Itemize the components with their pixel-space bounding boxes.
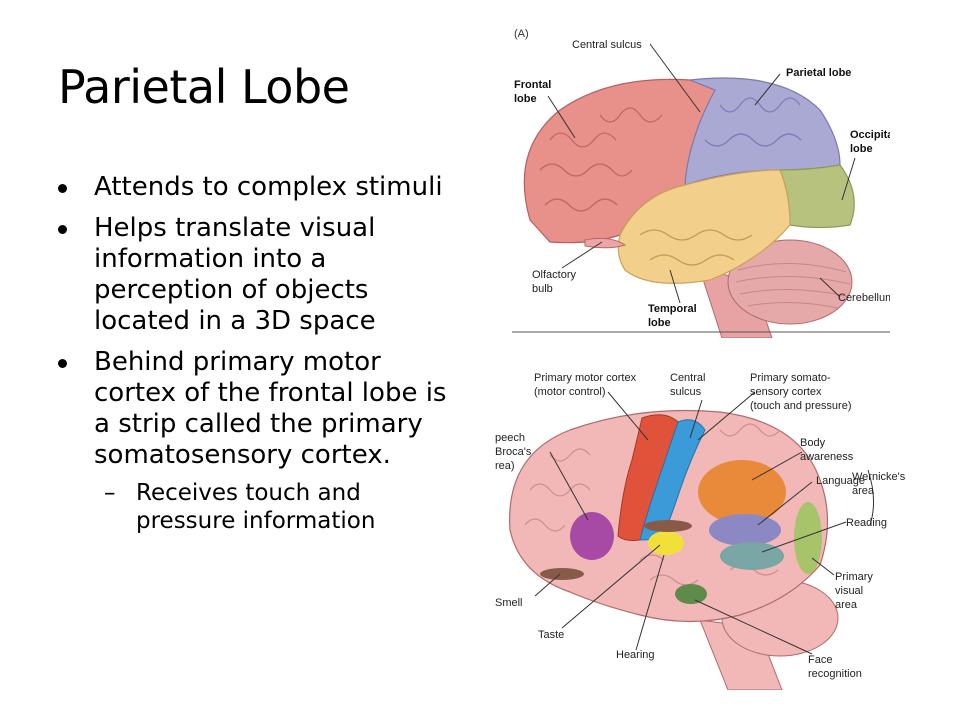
brain-functional-areas-figure: Primary motor cortex (motor control) Cen… <box>490 360 910 691</box>
cerebellum-label: Cerebellum <box>838 292 890 304</box>
bullet-item: Attends to complex stimuli <box>58 172 453 203</box>
somatosensory-label: sensory cortex <box>750 386 822 398</box>
wernicke-area-label: Wernicke's <box>852 471 906 483</box>
bullet-dot-icon <box>58 225 67 234</box>
central-sulcus-label: Central <box>670 372 705 384</box>
taste-area-top-shape <box>644 520 692 532</box>
olfactory-bulb-label: Olfactory <box>532 269 577 281</box>
body-awareness-label: Body <box>800 437 826 449</box>
reading-area-shape <box>720 542 784 570</box>
sub-bullet-text: Receives touch and pressure information <box>136 480 376 534</box>
taste-area-shape <box>648 531 684 555</box>
sub-bullet-list: – Receives touch and pressure informatio… <box>104 479 453 535</box>
bullet-dot-icon <box>58 184 67 193</box>
body-awareness-shape <box>698 460 786 524</box>
face-recognition-label: recognition <box>808 668 862 680</box>
parietal-lobe-label: Parietal lobe <box>786 67 851 79</box>
dash-icon: – <box>104 480 116 506</box>
occipital-lobe-label: Occipital <box>850 129 890 141</box>
frontal-lobe-label: lobe <box>514 93 537 105</box>
visual-area-label: area <box>835 599 858 611</box>
central-sulcus-label: sulcus <box>670 386 702 398</box>
occipital-lobe-label: lobe <box>850 143 873 155</box>
language-label: Language <box>816 475 865 487</box>
olfactory-bulb-label: bulb <box>532 283 553 295</box>
visual-area-label: Primary <box>835 571 873 583</box>
bullet-text: Attends to complex stimuli <box>94 172 443 202</box>
reading-label: Reading <box>846 517 887 529</box>
broca-area-label: Broca's <box>495 446 532 458</box>
cerebellum-shape <box>727 239 853 325</box>
frontal-lobe-label: Frontal <box>514 79 551 91</box>
slide-title: Parietal Lobe <box>58 60 350 114</box>
taste-label: Taste <box>538 629 564 641</box>
body-awareness-label: awareness <box>800 451 854 463</box>
motor-cortex-label: Primary motor cortex <box>534 372 637 384</box>
face-recognition-label: Face <box>808 654 832 666</box>
motor-cortex-label: (motor control) <box>534 386 606 398</box>
hearing-label: Hearing <box>616 649 655 661</box>
broca-area-shape <box>570 512 614 560</box>
wernicke-area-label: area <box>852 485 875 497</box>
smell-label: Smell <box>495 597 523 609</box>
broca-area-label: rea) <box>495 460 515 472</box>
temporal-lobe-label: lobe <box>648 317 671 329</box>
hearing-area-shape <box>675 584 707 604</box>
bullet-text: Helps translate visual information into … <box>94 213 376 336</box>
central-sulcus-label: Central sulcus <box>572 39 642 51</box>
visual-area-label: visual <box>835 585 863 597</box>
bullet-item: Behind primary motor cortex of the front… <box>58 347 453 535</box>
bullet-text: Behind primary motor cortex of the front… <box>94 347 447 470</box>
sub-bullet-item: – Receives touch and pressure informatio… <box>104 479 453 535</box>
brain-lobes-figure: (A) Central sulcus Parietal lobe Frontal… <box>490 20 896 339</box>
visual-area-shape <box>794 502 822 574</box>
panel-label: (A) <box>514 28 529 40</box>
bullet-dot-icon <box>58 359 67 368</box>
bullet-list: Attends to complex stimuli Helps transla… <box>58 172 453 545</box>
somatosensory-label: (touch and pressure) <box>750 400 852 412</box>
broca-area-label: peech <box>495 432 525 444</box>
language-area-shape <box>709 514 781 546</box>
temporal-lobe-label: Temporal <box>648 303 697 315</box>
bullet-item: Helps translate visual information into … <box>58 213 453 337</box>
smell-area-shape <box>540 568 584 580</box>
somatosensory-label: Primary somato- <box>750 372 831 384</box>
